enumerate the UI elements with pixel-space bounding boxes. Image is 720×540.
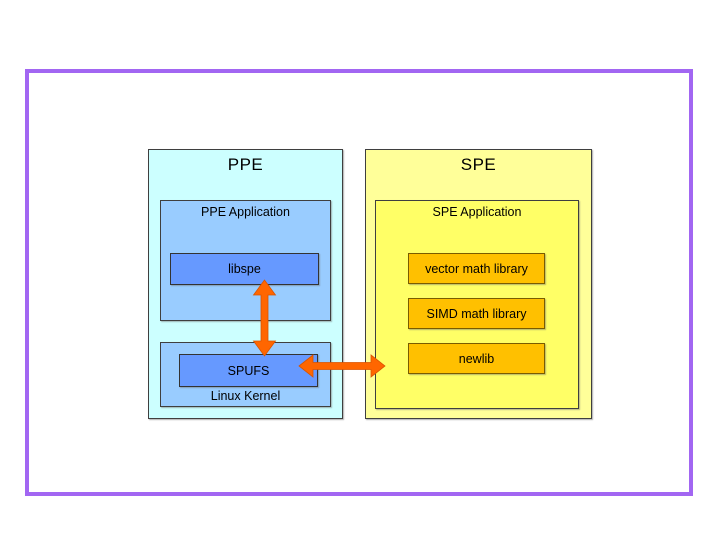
libspe-box: libspe — [170, 253, 319, 285]
ppe-application-label: PPE Application — [201, 205, 290, 219]
spe-application-box: SPE Application vector math library SIMD… — [375, 200, 579, 409]
spufs-box: SPUFS — [179, 354, 318, 387]
vector-math-library-box: vector math library — [408, 253, 545, 284]
spe-container: SPE SPE Application vector math library … — [365, 149, 592, 419]
ppe-title: PPE — [227, 155, 264, 174]
spe-application-label: SPE Application — [432, 205, 522, 219]
ppe-application-box: PPE Application libspe — [160, 200, 331, 321]
linux-kernel-label: Linux Kernel — [210, 389, 281, 403]
slide-frame: PPE PPE Application libspe SPUFS Linux K… — [25, 69, 693, 496]
spe-title: SPE — [460, 155, 497, 174]
linux-kernel-box: SPUFS Linux Kernel — [160, 342, 331, 407]
simd-math-library-box: SIMD math library — [408, 298, 545, 329]
ppe-container: PPE PPE Application libspe SPUFS Linux K… — [148, 149, 343, 419]
newlib-box: newlib — [408, 343, 545, 374]
